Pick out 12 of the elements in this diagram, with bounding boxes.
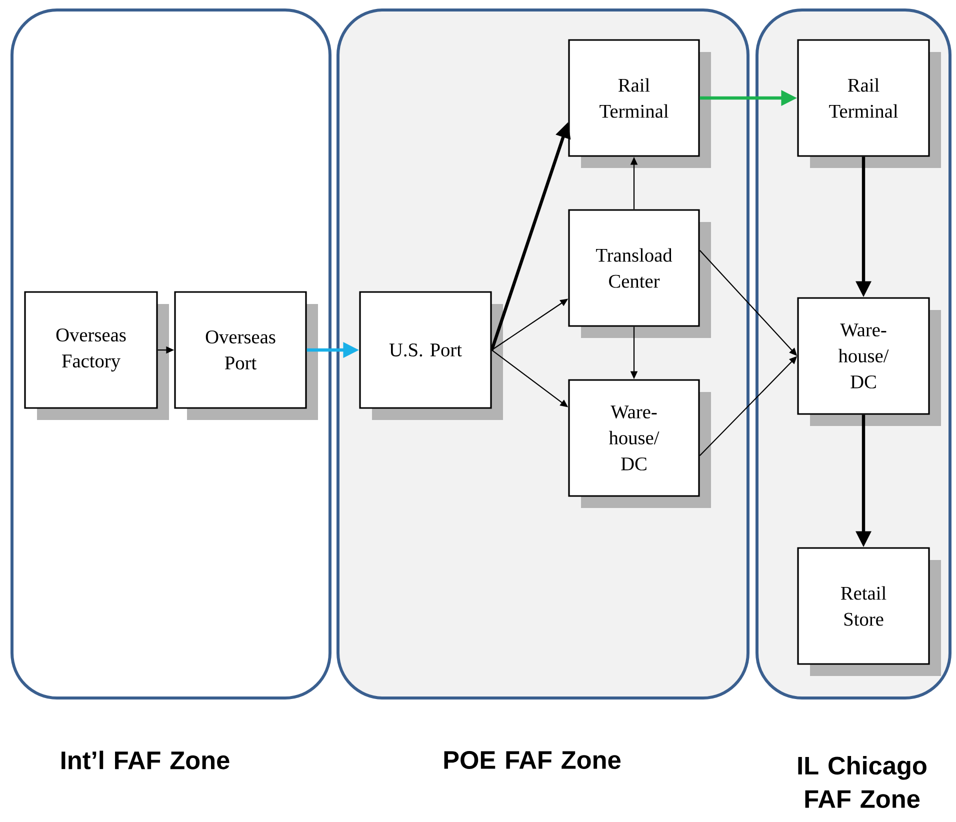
process-box: Retail Store	[797, 547, 941, 676]
process-box: Ware- house/ DC	[797, 297, 941, 426]
process-box: U.S. Port	[359, 291, 503, 420]
node-label: IL Chicago FAF Zone	[798, 756, 926, 808]
node-label: Int’l FAF Zone	[62, 750, 230, 770]
process-box: Overseas Port	[174, 291, 318, 420]
process-box: Ware- house/ DC	[568, 379, 711, 508]
process-box: Rail Terminal	[797, 39, 941, 168]
process-box: Rail Terminal	[568, 39, 711, 168]
process-box: Transload Center	[568, 209, 711, 338]
node-label: POE FAF Zone	[444, 751, 621, 769]
process-box: Overseas Factory	[24, 291, 169, 420]
